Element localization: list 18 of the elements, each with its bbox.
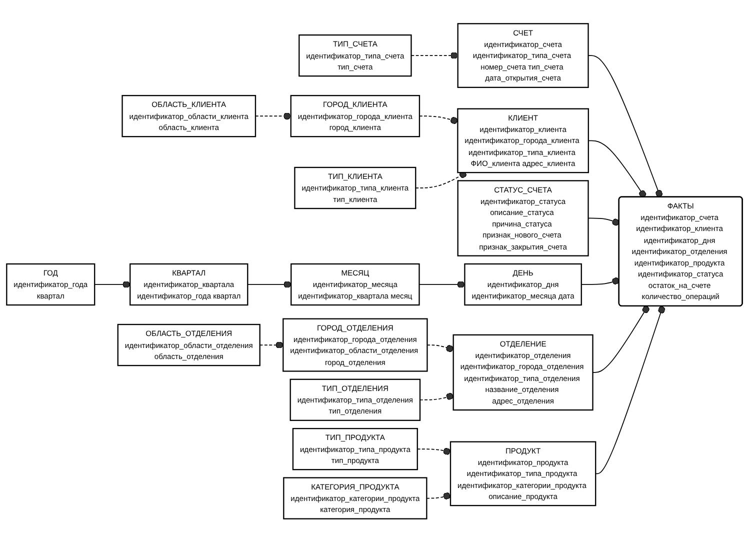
relationship-line (426, 492, 451, 500)
relationship-line (595, 306, 666, 474)
relationship-line (247, 281, 292, 288)
relationship-line (418, 281, 466, 288)
relationship-line (420, 393, 454, 401)
relationship-line (259, 342, 284, 349)
relationship-line (426, 344, 454, 352)
relationship-line (592, 306, 650, 374)
relationship-line (588, 140, 646, 198)
relationship-line (580, 278, 620, 286)
relationship-line (255, 112, 292, 120)
relationship-line (588, 55, 663, 198)
relationship-line (419, 116, 458, 124)
relationship-line (415, 171, 467, 189)
relationship-line (588, 218, 620, 226)
relationship-line (94, 281, 131, 288)
relationship-line (416, 448, 451, 456)
relationship-line (410, 52, 458, 60)
